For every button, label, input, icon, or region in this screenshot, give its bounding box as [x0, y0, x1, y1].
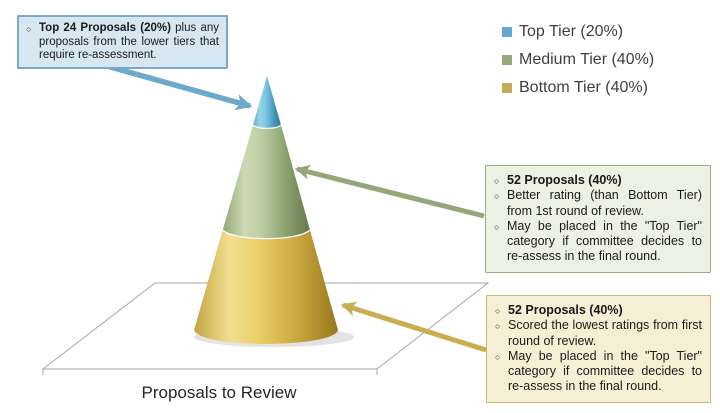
callout-top-tier-list: ○Top 24 Proposals (20%) plus any proposa…	[25, 22, 219, 63]
circle-bullet-icon: ○	[495, 351, 501, 362]
legend-label: Bottom Tier (40%)	[519, 79, 648, 96]
arrow-top-tier	[106, 63, 253, 111]
legend-label: Medium Tier (40%)	[519, 51, 655, 68]
callout-bullet-item: ○Scored the lowest ratings from first ro…	[495, 318, 702, 348]
circle-bullet-icon: ○	[494, 176, 500, 186]
tier-separator-lower	[222, 229, 311, 240]
callout-bottom-tier-list: ○52 Proposals (40%) ○Scored the lowest r…	[494, 303, 702, 395]
cone-segment-bottom-tier	[194, 230, 338, 344]
legend: Top Tier (20%) Medium Tier (40%) Bottom …	[502, 18, 654, 102]
callout-medium-tier: ○52 Proposals (40%) ○Better rating (than…	[485, 165, 711, 273]
circle-bullet-icon: ○	[494, 191, 500, 202]
circle-bullet-icon: ○	[495, 321, 501, 332]
callout-bottom-tier: ○52 Proposals (40%) ○Scored the lowest r…	[486, 295, 711, 403]
tier-separator-upper	[252, 124, 282, 130]
callout-bullet-item: ○52 Proposals (40%)	[494, 303, 702, 318]
circle-bullet-icon: ○	[494, 221, 500, 232]
cone-segment-medium-tier	[222, 125, 310, 239]
legend-swatch-icon	[502, 27, 512, 37]
callout-bullet-item: ○May be placed in the "Top Tier" categor…	[494, 218, 702, 264]
callout-medium-tier-list: ○52 Proposals (40%) ○Better rating (than…	[493, 173, 702, 265]
legend-swatch-icon	[502, 55, 512, 65]
callout-bullet-item: ○52 Proposals (40%)	[493, 173, 702, 188]
legend-item: Bottom Tier (40%)	[502, 74, 654, 102]
callout-bullet-item: ○Better rating (than Bottom Tier) from 1…	[494, 188, 702, 218]
legend-swatch-icon	[502, 83, 512, 93]
legend-label: Top Tier (20%)	[519, 23, 624, 40]
callout-top-tier: ○Top 24 Proposals (20%) plus any proposa…	[17, 15, 228, 69]
arrow-bottom-tier	[340, 301, 487, 353]
cone-segment-top-tier	[253, 76, 281, 129]
circle-bullet-icon: ○	[495, 306, 501, 316]
callout-bullet-item: ○Top 24 Proposals (20%) plus any proposa…	[26, 22, 219, 61]
callout-bullet-item: ○May be placed in the "Top Tier" categor…	[495, 348, 702, 394]
arrow-medium-tier	[294, 164, 485, 219]
axis-label: Proposals to Review	[141, 383, 297, 402]
legend-item: Top Tier (20%)	[502, 18, 654, 46]
legend-item: Medium Tier (40%)	[502, 46, 654, 74]
circle-bullet-icon: ○	[26, 24, 32, 34]
